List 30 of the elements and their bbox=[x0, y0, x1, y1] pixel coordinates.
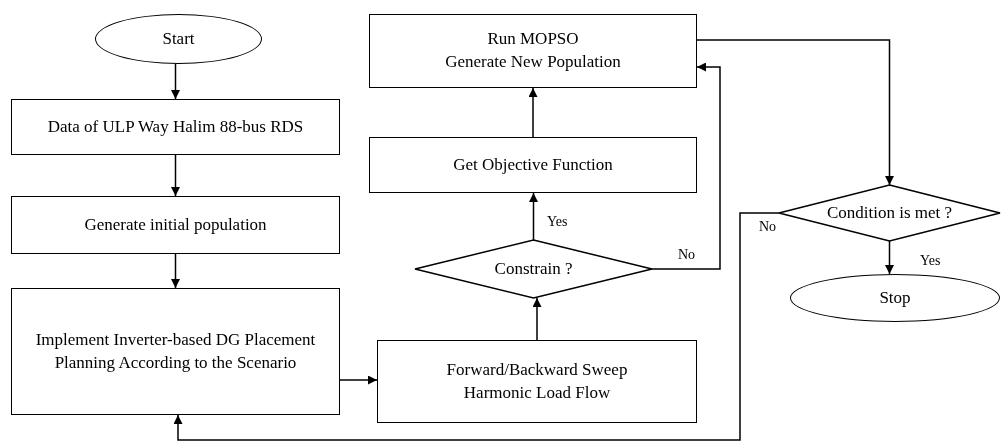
node-text: Data of ULP Way Halim 88-bus RDS bbox=[47, 115, 304, 138]
arrow bbox=[171, 253, 180, 289]
node-text: Constrain ? bbox=[494, 257, 573, 280]
node-text: Start bbox=[162, 27, 195, 50]
arrow bbox=[528, 87, 538, 138]
process-box bbox=[11, 288, 340, 415]
arrow bbox=[529, 192, 538, 241]
arrow bbox=[885, 240, 894, 275]
arrow bbox=[532, 297, 542, 341]
node-text: Get Objective Function bbox=[453, 153, 613, 176]
decision-diamond bbox=[415, 240, 652, 298]
process-box bbox=[11, 99, 340, 155]
arrow bbox=[173, 212, 780, 441]
node-text: Stop bbox=[879, 286, 911, 309]
process-box bbox=[11, 196, 340, 254]
process-box bbox=[369, 14, 697, 88]
node-text: Implement Inverter-based DG Placement Planning According to the Scenario bbox=[34, 328, 317, 374]
node-text: Forward/Backward Sweep Harmonic Load Flow bbox=[445, 358, 629, 404]
node-text: Condition is met ? bbox=[826, 201, 953, 224]
node-text: Generate initial population bbox=[84, 213, 267, 236]
arrow bbox=[696, 39, 894, 186]
process-box bbox=[369, 137, 697, 193]
arrow bbox=[171, 154, 180, 197]
decision-diamond bbox=[779, 185, 1000, 241]
arrow bbox=[171, 63, 180, 100]
node-text: Run MOPSO bbox=[487, 28, 579, 51]
arrow bbox=[651, 62, 721, 270]
arrow bbox=[339, 375, 378, 385]
process-box bbox=[377, 340, 697, 423]
node-text: Generate New Population bbox=[445, 51, 621, 73]
